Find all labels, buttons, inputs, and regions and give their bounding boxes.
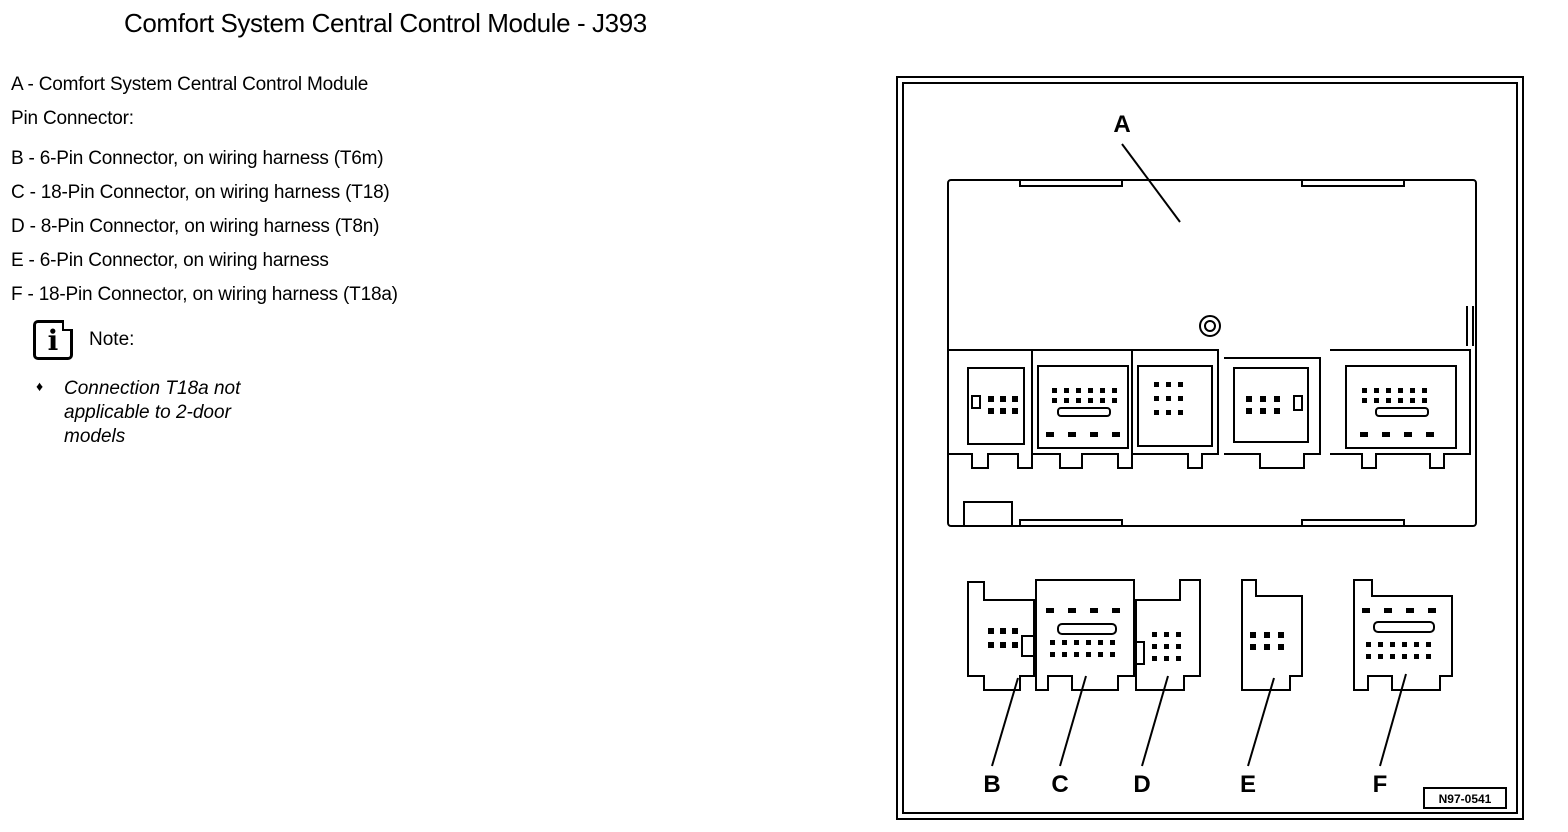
leader-b [991, 677, 1019, 767]
diagram-frame-inner [902, 82, 1518, 814]
leader-f [1379, 673, 1407, 767]
leader-c [1059, 675, 1087, 767]
callout-a: A [1113, 111, 1130, 138]
legend-item-f: F - 18-Pin Connector, on wiring harness … [11, 284, 398, 305]
page-title: Comfort System Central Control Module - … [124, 8, 647, 38]
legend-item-b: B - 6-Pin Connector, on wiring harness (… [11, 148, 384, 169]
info-icon: i [33, 320, 73, 360]
connector-d [1135, 579, 1201, 691]
figure-id-box [1423, 787, 1507, 809]
legend-heading-pin: Pin Connector: [11, 108, 134, 129]
connector-diagram: A B C D E F N97-0541 [896, 76, 1524, 820]
legend-item-e: E - 6-Pin Connector, on wiring harness [11, 250, 329, 271]
bullet-icon: ♦ [36, 378, 44, 394]
connector-b [967, 581, 1035, 691]
note-text: Connection T18a not applicable to 2-door… [64, 378, 241, 447]
callout-b: B [983, 771, 1000, 798]
legend-item-c: C - 18-Pin Connector, on wiring harness … [11, 182, 390, 203]
leader-d [1141, 675, 1169, 767]
note-label: Note: [89, 329, 135, 350]
leader-e [1247, 677, 1275, 767]
callout-c: C [1051, 771, 1068, 798]
connector-c [1035, 579, 1135, 691]
figure-id: N97-0541 [1439, 792, 1492, 806]
legend-item-a: A - Comfort System Central Control Modul… [11, 74, 369, 95]
mounting-screw [1199, 315, 1221, 337]
module-housing [947, 179, 1477, 527]
diagram-frame-outer [896, 76, 1524, 820]
leader-a [1121, 143, 1181, 223]
connector-e [1241, 579, 1303, 691]
module-socket-b [948, 349, 1033, 469]
module-socket-e [1224, 357, 1321, 469]
module-socket-d [1132, 349, 1219, 469]
note-block: i Note: [33, 320, 134, 360]
legend-item-d: D - 8-Pin Connector, on wiring harness (… [11, 216, 380, 237]
module-socket-f [1330, 349, 1471, 469]
module-socket-c [1032, 349, 1133, 469]
callout-f: F [1373, 771, 1388, 798]
callout-e: E [1240, 771, 1256, 798]
callout-d: D [1133, 771, 1150, 798]
connector-f [1353, 579, 1453, 691]
